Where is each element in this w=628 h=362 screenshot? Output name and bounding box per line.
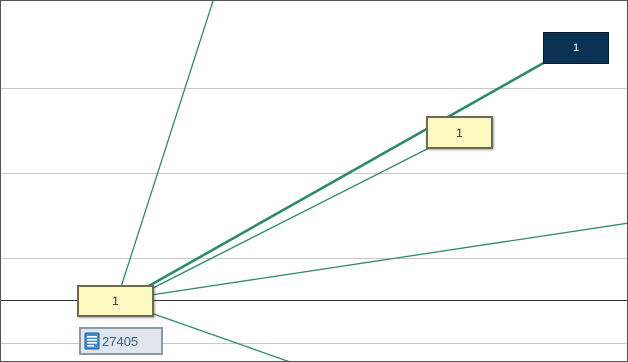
lane-divider xyxy=(1,88,627,89)
node-root-label: 1 xyxy=(112,294,119,308)
edge-root-to-top-right xyxy=(146,59,548,289)
node-top-right-label: 1 xyxy=(572,42,580,54)
edge-root-to-bottom xyxy=(150,312,290,361)
node-top-right[interactable]: 1 xyxy=(543,32,609,64)
node-mid[interactable]: 1 xyxy=(426,116,493,149)
edge-root-to-top xyxy=(120,1,214,288)
node-root[interactable]: 1 xyxy=(77,285,154,317)
edge-root-to-mid xyxy=(150,146,432,290)
lane-divider xyxy=(1,173,627,174)
document-icon xyxy=(84,332,100,350)
document-node[interactable]: 27405 xyxy=(79,327,163,355)
lane-divider xyxy=(1,258,627,259)
baseline-divider xyxy=(1,300,627,301)
edge-root-to-right xyxy=(150,222,627,296)
node-mid-label: 1 xyxy=(456,125,463,140)
lane-divider xyxy=(1,343,627,344)
document-id-label: 27405 xyxy=(102,333,139,349)
